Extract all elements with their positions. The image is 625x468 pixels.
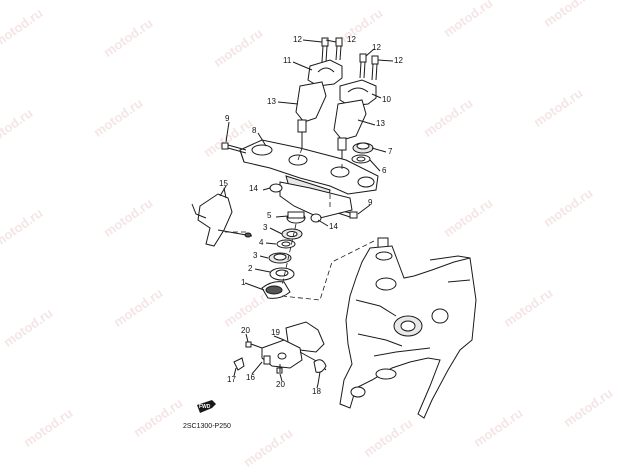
part-label-20: 20 [276, 380, 285, 389]
part-label-6: 6 [382, 166, 387, 175]
forward-arrow-label: FWD [199, 404, 211, 410]
diagram-code: 2SC1300-P250 [183, 423, 231, 430]
forward-arrow-icon [197, 400, 216, 413]
stem-bearing-stack [261, 211, 306, 299]
nut-and-washer [351, 142, 374, 164]
part-label-7: 7 [388, 147, 393, 156]
part-label-4: 4 [259, 238, 264, 247]
part-label-16: 16 [246, 373, 255, 382]
handlebar-bolts [321, 37, 379, 81]
part-label-19: 19 [271, 328, 280, 337]
part-label-14: 14 [249, 184, 258, 193]
part-label-17: 17 [227, 375, 236, 384]
small-fasteners [233, 341, 327, 385]
under-bracket [269, 181, 353, 223]
part-label-5: 5 [267, 211, 272, 220]
part-label-2: 2 [248, 264, 253, 273]
cable-guide [191, 187, 253, 247]
lower-handlebar-holders [295, 81, 367, 164]
part-label-13: 13 [267, 97, 276, 106]
part-label-12: 12 [394, 56, 403, 65]
part-label-14: 14 [329, 222, 338, 231]
part-label-9: 9 [225, 114, 230, 123]
part-label-1: 1 [241, 278, 246, 287]
part-label-12: 12 [372, 43, 381, 52]
part-label-15: 15 [219, 179, 228, 188]
part-label-12: 12 [293, 35, 302, 44]
part-label-12: 12 [347, 35, 356, 44]
part-label-3: 3 [263, 223, 268, 232]
forward-arrow-badge: FWD [197, 400, 216, 414]
part-label-10: 10 [382, 95, 391, 104]
part-label-20: 20 [241, 326, 250, 335]
part-label-3: 3 [253, 251, 258, 260]
part-label-11: 11 [283, 56, 292, 65]
leader-lines [219, 39, 394, 389]
part-label-13: 13 [376, 119, 385, 128]
part-label-8: 8 [252, 126, 257, 135]
frame-head-pipe [339, 237, 477, 419]
lower-bracket [261, 321, 327, 371]
part-label-9: 9 [368, 198, 373, 207]
upper-handlebar-holders [307, 59, 377, 107]
part-label-18: 18 [312, 387, 321, 396]
